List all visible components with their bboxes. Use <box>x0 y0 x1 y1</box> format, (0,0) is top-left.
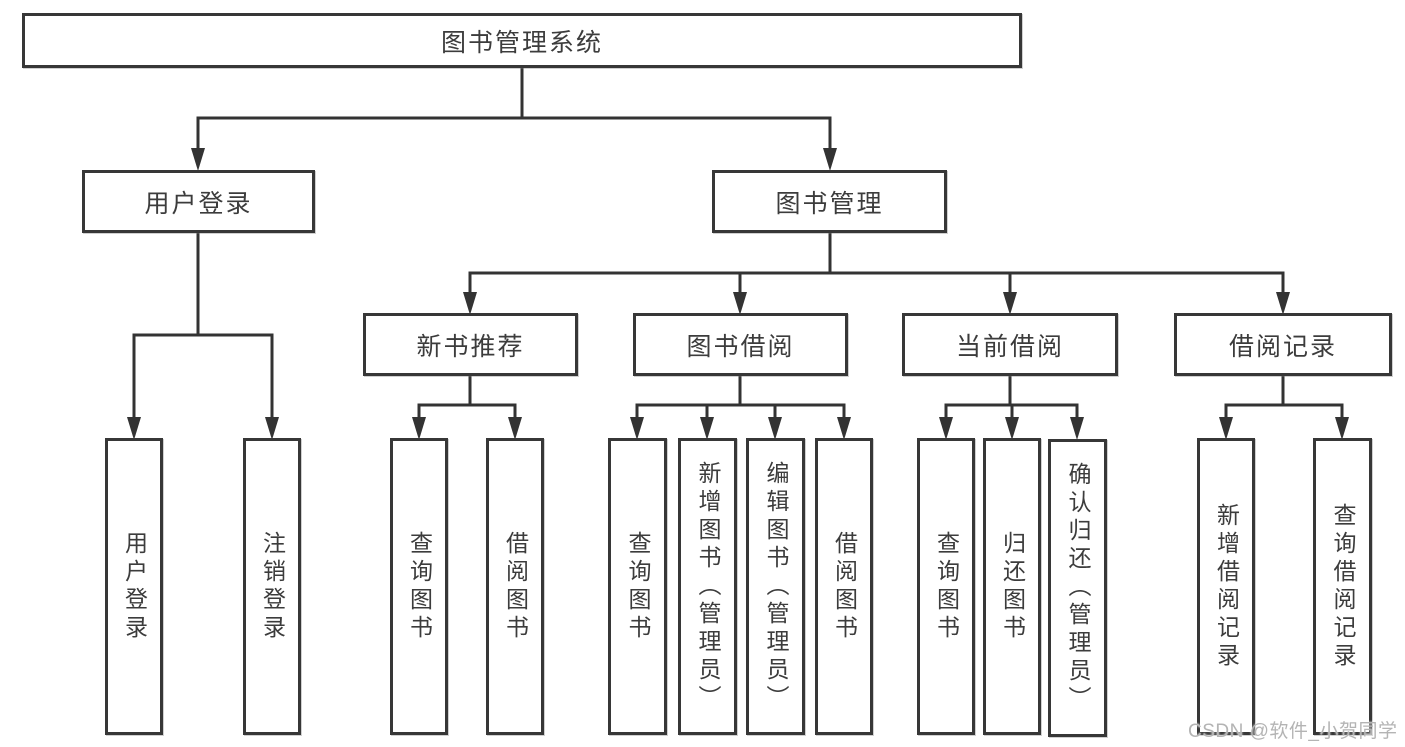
leaf-user-login: 用户登录 <box>105 438 163 735</box>
node-library-management-system: 图书管理系统 <box>22 13 1022 68</box>
node-book-borrowing: 图书借阅 <box>633 313 848 376</box>
leaf-edit-book-admin: 编辑图书（管理员） <box>746 438 805 735</box>
leaf-query-books-borrowing: 查询图书 <box>608 438 667 735</box>
node-book-management: 图书管理 <box>712 170 947 233</box>
node-borrowing-records: 借阅记录 <box>1174 313 1392 376</box>
leaf-query-books-recommendation: 查询图书 <box>390 438 448 735</box>
node-new-book-recommendation: 新书推荐 <box>363 313 578 376</box>
leaf-borrow-books-recommendation: 借阅图书 <box>486 438 544 735</box>
node-current-borrowing: 当前借阅 <box>902 313 1118 376</box>
csdn-watermark: CSDN @软件_小贺同学 <box>1188 721 1398 742</box>
leaf-add-borrow-record: 新增借阅记录 <box>1197 438 1255 735</box>
leaf-add-book-admin: 新增图书（管理员） <box>678 438 737 735</box>
leaf-query-books-current: 查询图书 <box>917 438 975 735</box>
node-user-login: 用户登录 <box>82 170 315 233</box>
leaf-logout: 注销登录 <box>243 438 301 735</box>
leaf-query-borrow-record: 查询借阅记录 <box>1313 438 1372 735</box>
leaf-return-book: 归还图书 <box>983 438 1041 735</box>
leaf-borrow-books: 借阅图书 <box>815 438 873 735</box>
leaf-confirm-return-admin: 确认归还（管理员） <box>1048 439 1107 737</box>
